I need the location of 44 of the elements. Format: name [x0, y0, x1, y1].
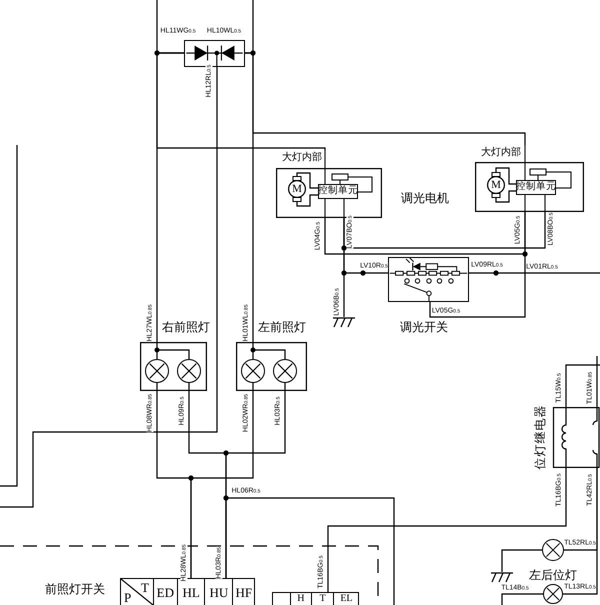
wire [501, 549, 542, 572]
wire [501, 593, 543, 605]
wire [495, 167, 516, 185]
lamp-symbol [241, 359, 265, 383]
wire [296, 194, 318, 207]
wire [156, 52, 326, 150]
wire [327, 468, 567, 592]
wire [245, 52, 526, 145]
headlamp-internal-unit [475, 145, 584, 212]
unit-heading: 左前照灯 [258, 321, 306, 334]
wire [469, 272, 600, 274]
unit-heading: 大灯内部 [481, 147, 521, 158]
lamp-symbol [273, 359, 297, 383]
wire [252, 349, 286, 359]
ground-symbol [491, 572, 513, 583]
cell-label: P [124, 591, 132, 604]
wire [596, 356, 598, 407]
lamp-caption: 左后位灯 [529, 569, 577, 581]
wire [563, 468, 598, 595]
wire [0, 67, 218, 508]
wire [296, 172, 318, 189]
table-cell: HU [204, 578, 234, 605]
ground-symbol [333, 317, 355, 328]
lamp-symbol [177, 359, 201, 383]
wire [190, 391, 254, 578]
lamp-symbol [543, 584, 563, 604]
caption-text: 前照灯开关 [45, 583, 105, 595]
cell-label: T [141, 581, 149, 594]
wire [565, 364, 600, 407]
unit-heading: 大灯内部 [282, 152, 322, 163]
wire [156, 349, 190, 359]
dimmer-switch [388, 257, 469, 302]
lamp-symbol [542, 539, 564, 561]
lamp-symbol [145, 359, 169, 383]
unit-heading: 右前照灯 [162, 321, 210, 334]
wire [429, 212, 526, 318]
relay-label: 位灯继电器 [534, 404, 546, 470]
wire [225, 497, 395, 605]
caption-text: 调光开关 [400, 321, 448, 333]
caption-text: 调光电机 [401, 192, 449, 204]
wire [343, 218, 388, 274]
table-cell: HF [232, 578, 256, 605]
wire [495, 190, 516, 203]
table-cell: EL [333, 592, 360, 605]
